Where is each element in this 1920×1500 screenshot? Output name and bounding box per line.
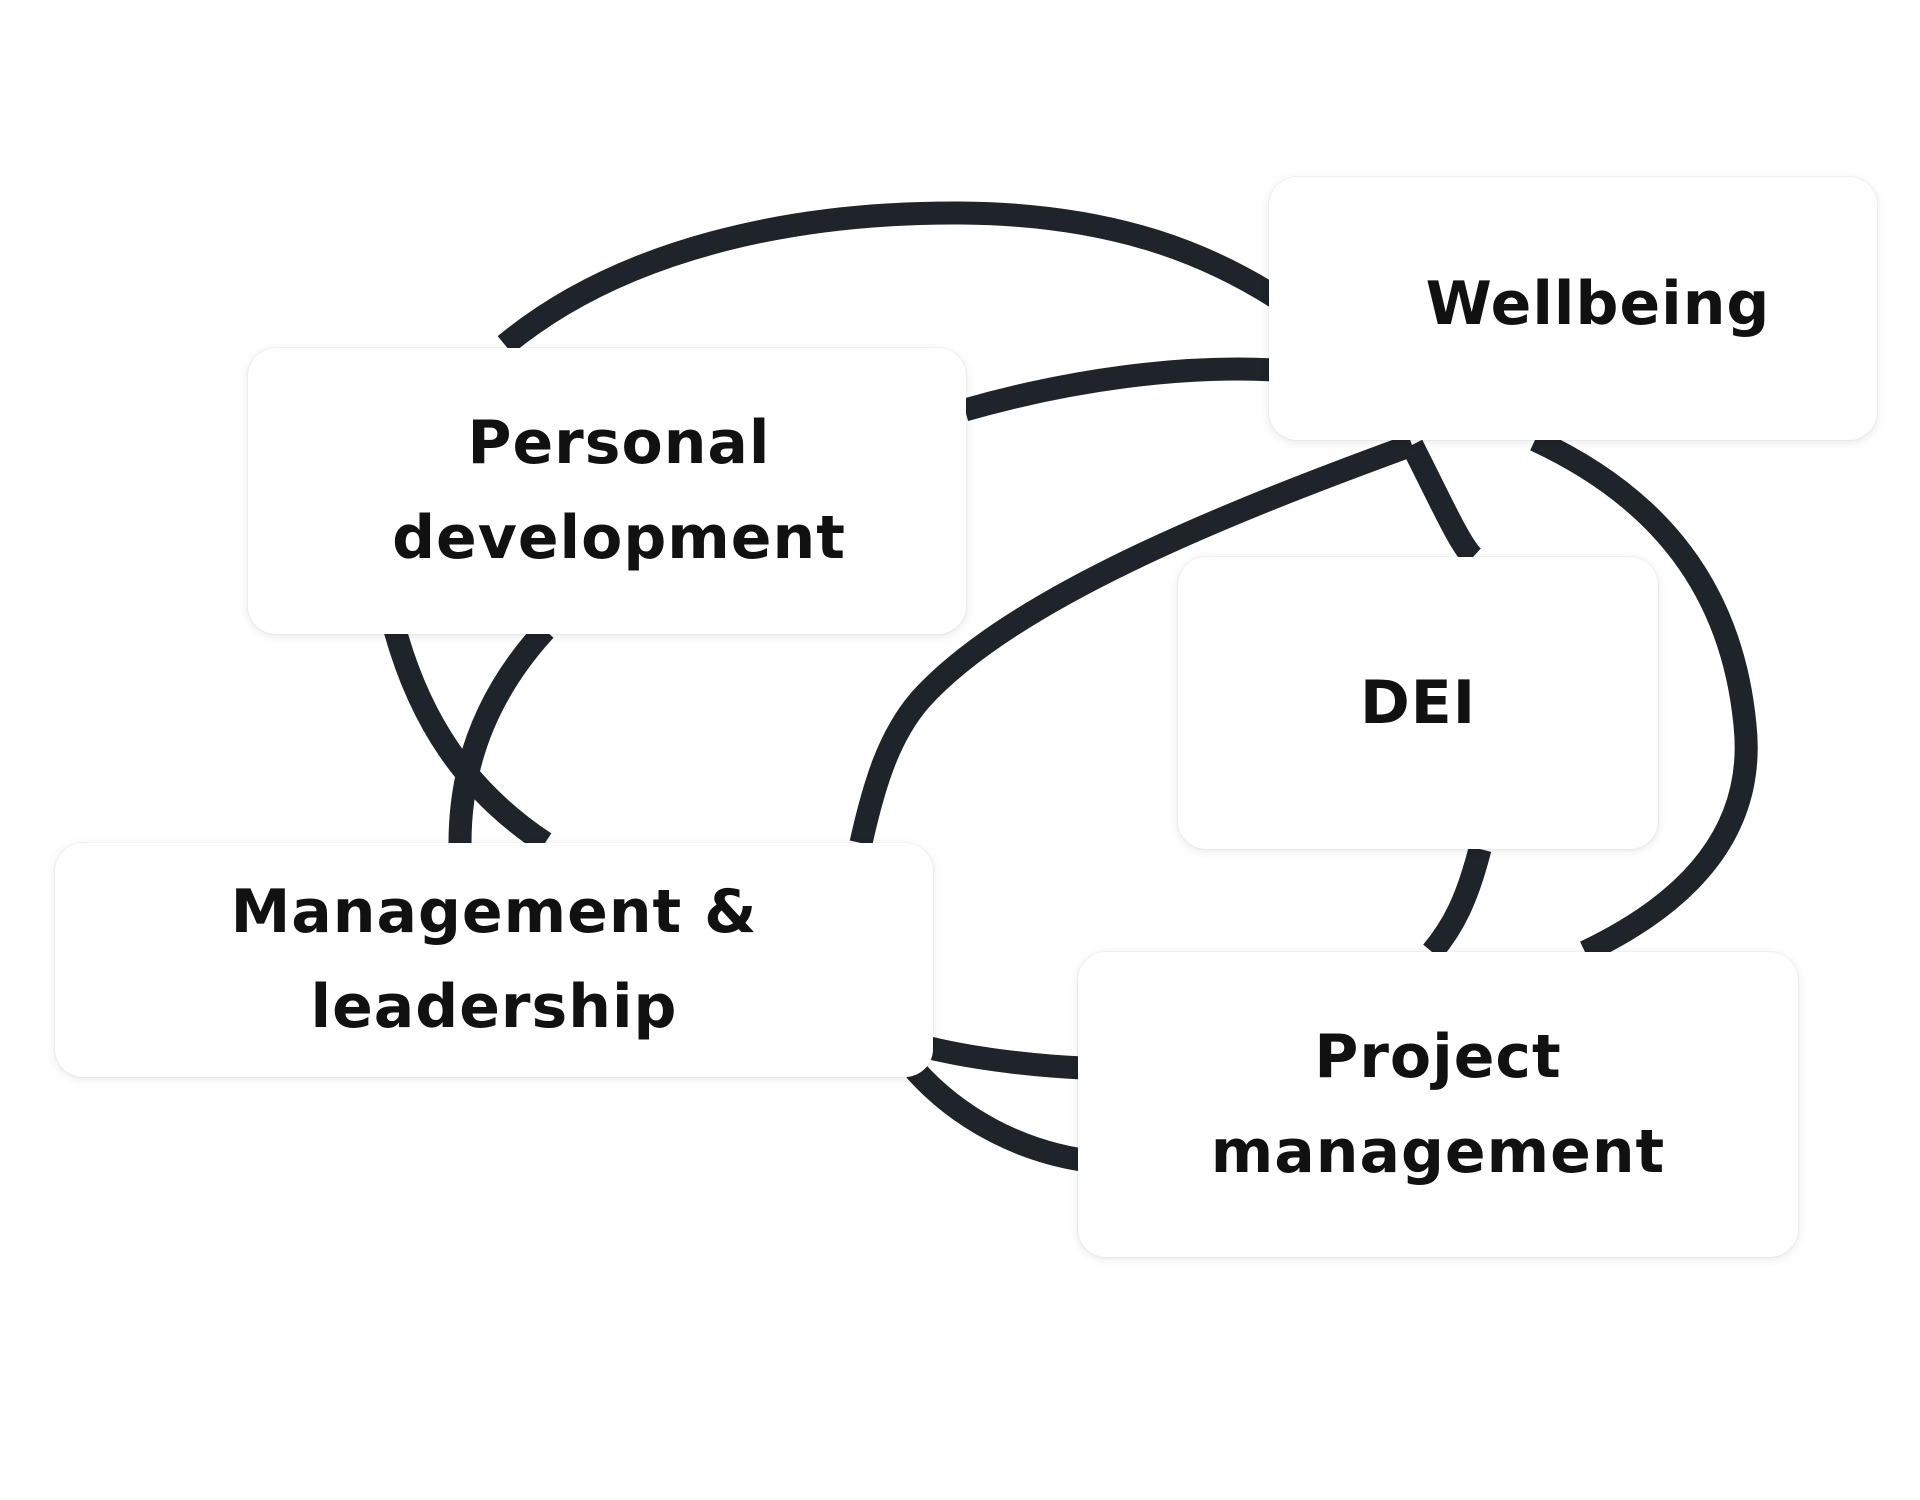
connector-wellbeing-dei [1401, 439, 1482, 566]
node-label-dei: DEI [1359, 667, 1477, 738]
node-personal-development: Personal development [248, 348, 966, 634]
connector-personal-development-wellbeing-inner [961, 357, 1276, 422]
node-label-wellbeing: Wellbeing [1425, 269, 1771, 339]
node-project-management: Project management [1078, 952, 1798, 1257]
connector-dei-project-management [1423, 846, 1492, 960]
connector-wellbeing-management [849, 434, 1416, 846]
node-dei: DEI [1178, 557, 1658, 849]
connector-personal-development-management-outer [383, 626, 552, 853]
node-management-leadership: Management & leadership [55, 843, 933, 1077]
node-label-management-leadership: Management & leadership [230, 877, 758, 1042]
connector-personal-development-management-inner [448, 622, 554, 844]
connector-management-project-management-lower [906, 1062, 1084, 1172]
connector-management-project-management-upper [927, 1036, 1083, 1080]
connector-personal-development-wellbeing-outer [497, 201, 1287, 354]
node-wellbeing: Wellbeing [1269, 177, 1877, 440]
connector-wellbeing-project-management [1530, 429, 1758, 963]
node-label-project-management: Project management [1210, 1021, 1666, 1187]
node-label-personal-development: Personal development [392, 408, 846, 573]
